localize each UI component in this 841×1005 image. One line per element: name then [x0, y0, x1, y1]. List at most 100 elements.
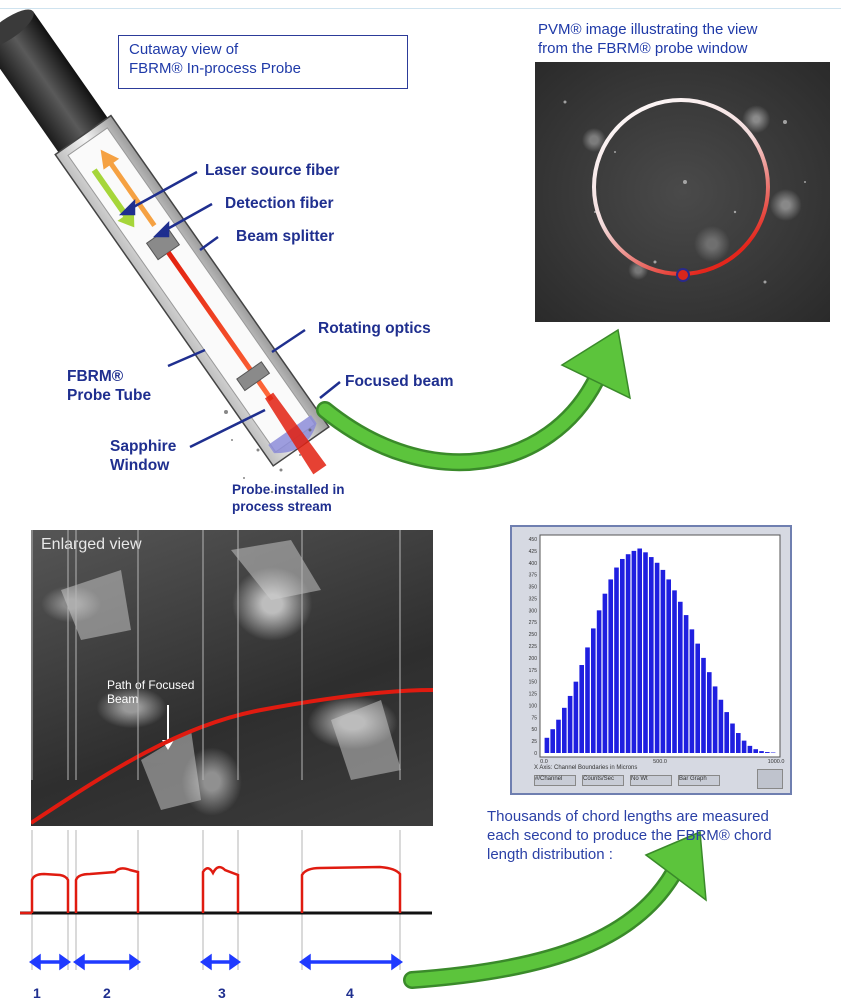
rotating-optics — [236, 361, 271, 392]
histogram-bar — [550, 729, 555, 753]
probe-illustration — [0, 9, 341, 494]
label-probe-installed-line1: Probe installed in — [232, 482, 345, 497]
graph-type-select[interactable]: Bar Graph — [678, 775, 720, 786]
histogram-y-tick-label: 400 — [529, 561, 538, 567]
histogram-bar — [614, 567, 619, 753]
histogram-bar — [579, 665, 584, 753]
histogram-bar — [695, 643, 700, 753]
label-laser-source-fiber: Laser source fiber — [205, 162, 340, 179]
label-detection-fiber: Detection fiber — [225, 195, 334, 212]
histogram-y-tick-label: 425 — [529, 549, 538, 555]
green-arrow-bottom — [403, 830, 707, 989]
histogram-bar — [649, 557, 654, 753]
counts-select[interactable]: Counts/Sec — [582, 775, 624, 786]
label-rotating-optics: Rotating optics — [318, 320, 431, 337]
histogram-bar — [596, 610, 602, 753]
histogram-bar — [567, 695, 573, 753]
pvm-beam-circle — [563, 98, 806, 284]
histogram-bar — [718, 699, 724, 753]
pvm-caption-line2: from the FBRM® probe window — [538, 40, 748, 57]
histogram-x-tick-label: 0.0 — [540, 759, 548, 763]
histogram-bar — [573, 681, 579, 753]
histogram-bar — [637, 548, 642, 753]
histogram-bar — [643, 552, 648, 753]
segment-label-1: 1 — [33, 985, 41, 1001]
histogram-bar — [689, 629, 695, 753]
path-of-beam-label-line2: Beam — [107, 692, 139, 706]
histogram-y-tick-label: 350 — [529, 585, 538, 591]
histogram-y-tick-label: 25 — [531, 739, 537, 745]
green-arrow-top — [316, 328, 631, 472]
histogram-bar — [666, 579, 671, 753]
histogram-bar — [608, 579, 613, 753]
pvm-caption-line1: PVM® image illustrating the view — [538, 21, 758, 38]
histogram-bar — [562, 707, 567, 753]
label-sapphire-window-line2: Window — [110, 457, 170, 474]
description-line1: Thousands of chord lengths are measured — [487, 808, 769, 825]
histogram-bar — [672, 590, 677, 753]
histogram-bar — [712, 686, 718, 753]
histogram-bar — [736, 733, 741, 753]
histogram-y-tick-label: 250 — [529, 632, 538, 638]
pvm-caption: PVM® image illustrating the view from th… — [538, 20, 757, 58]
histogram-y-tick-label: 225 — [529, 644, 538, 650]
histogram-y-tick-label: 175 — [529, 668, 538, 674]
weight-select[interactable]: No Wt — [630, 775, 672, 786]
enlarged-overlay — [31, 540, 433, 825]
label-sapphire-window-line1: Sapphire — [110, 438, 177, 455]
histogram-bar — [683, 615, 689, 753]
histogram-y-tick-label: 150 — [529, 680, 538, 686]
label-probe-installed: Probe installed in process stream — [232, 481, 345, 515]
segment-label-4: 4 — [346, 985, 354, 1001]
histogram-bar — [625, 554, 631, 753]
histogram-y-tick-label: 100 — [529, 703, 538, 709]
path-of-beam-label-line1: Path of Focused — [107, 678, 195, 692]
cutaway-title-line1: Cutaway view of — [129, 41, 239, 58]
histogram-y-tick-label: 125 — [529, 692, 538, 698]
histogram-bar — [602, 593, 608, 753]
segment-label-3: 3 — [218, 985, 226, 1001]
histogram-y-tick-label: 450 — [529, 537, 538, 543]
cutaway-title-box: Cutaway view of FBRM® In-process Probe — [118, 35, 408, 89]
chord-trace — [20, 530, 432, 971]
histogram-bar — [660, 569, 666, 753]
histogram-bar — [765, 752, 770, 753]
description-line2: each second to produce the FBRM® chord — [487, 827, 772, 844]
pvm-image — [535, 62, 830, 322]
histogram-bar — [753, 749, 758, 753]
label-fbrm-probe-tube-line1: FBRM® — [67, 368, 124, 385]
label-fbrm-probe-tube: FBRM® Probe Tube — [67, 367, 151, 405]
histogram-controls: #/Channel Counts/Sec No Wt Bar Graph — [534, 775, 720, 786]
histogram-x-tick-label: 1000.0 — [768, 759, 785, 763]
beam-path-curve — [31, 688, 433, 825]
probe-cable — [0, 11, 108, 153]
zoom-tools-icon[interactable] — [757, 769, 783, 789]
histogram-bar — [678, 601, 683, 753]
pvm-beam-spot — [676, 268, 690, 282]
label-fbrm-probe-tube-line2: Probe Tube — [67, 387, 152, 404]
histogram-y-tick-label: 0 — [534, 751, 537, 757]
histogram-chart: 0255075100125150175200225250275300325350… — [529, 534, 785, 763]
histogram-y-tick-label: 200 — [529, 656, 538, 662]
histogram-x-tick-label: 500.0 — [653, 759, 667, 763]
histogram-bar — [556, 719, 561, 753]
histogram-bar — [724, 712, 729, 753]
histogram-bar — [747, 745, 753, 753]
description-line3: length distribution : — [487, 846, 613, 863]
laser-beam — [166, 251, 274, 402]
histogram-y-tick-label: 50 — [531, 727, 537, 733]
label-sapphire-window: Sapphire Window — [110, 437, 176, 475]
histogram-y-tick-label: 275 — [529, 620, 538, 626]
enlarged-view-image: Enlarged view Path of Focused Beam — [31, 530, 433, 826]
label-focused-beam: Focused beam — [345, 373, 454, 390]
top-divider — [0, 8, 841, 9]
description-text: Thousands of chord lengths are measured … — [487, 807, 772, 864]
histogram-bar — [591, 628, 596, 753]
histogram-y-tick-label: 300 — [529, 608, 538, 614]
channel-select[interactable]: #/Channel — [534, 775, 576, 786]
histogram-bar — [544, 737, 550, 753]
histogram-y-tick-label: 375 — [529, 573, 538, 579]
label-beam-splitter: Beam splitter — [236, 228, 335, 245]
label-probe-installed-line2: process stream — [232, 499, 332, 514]
